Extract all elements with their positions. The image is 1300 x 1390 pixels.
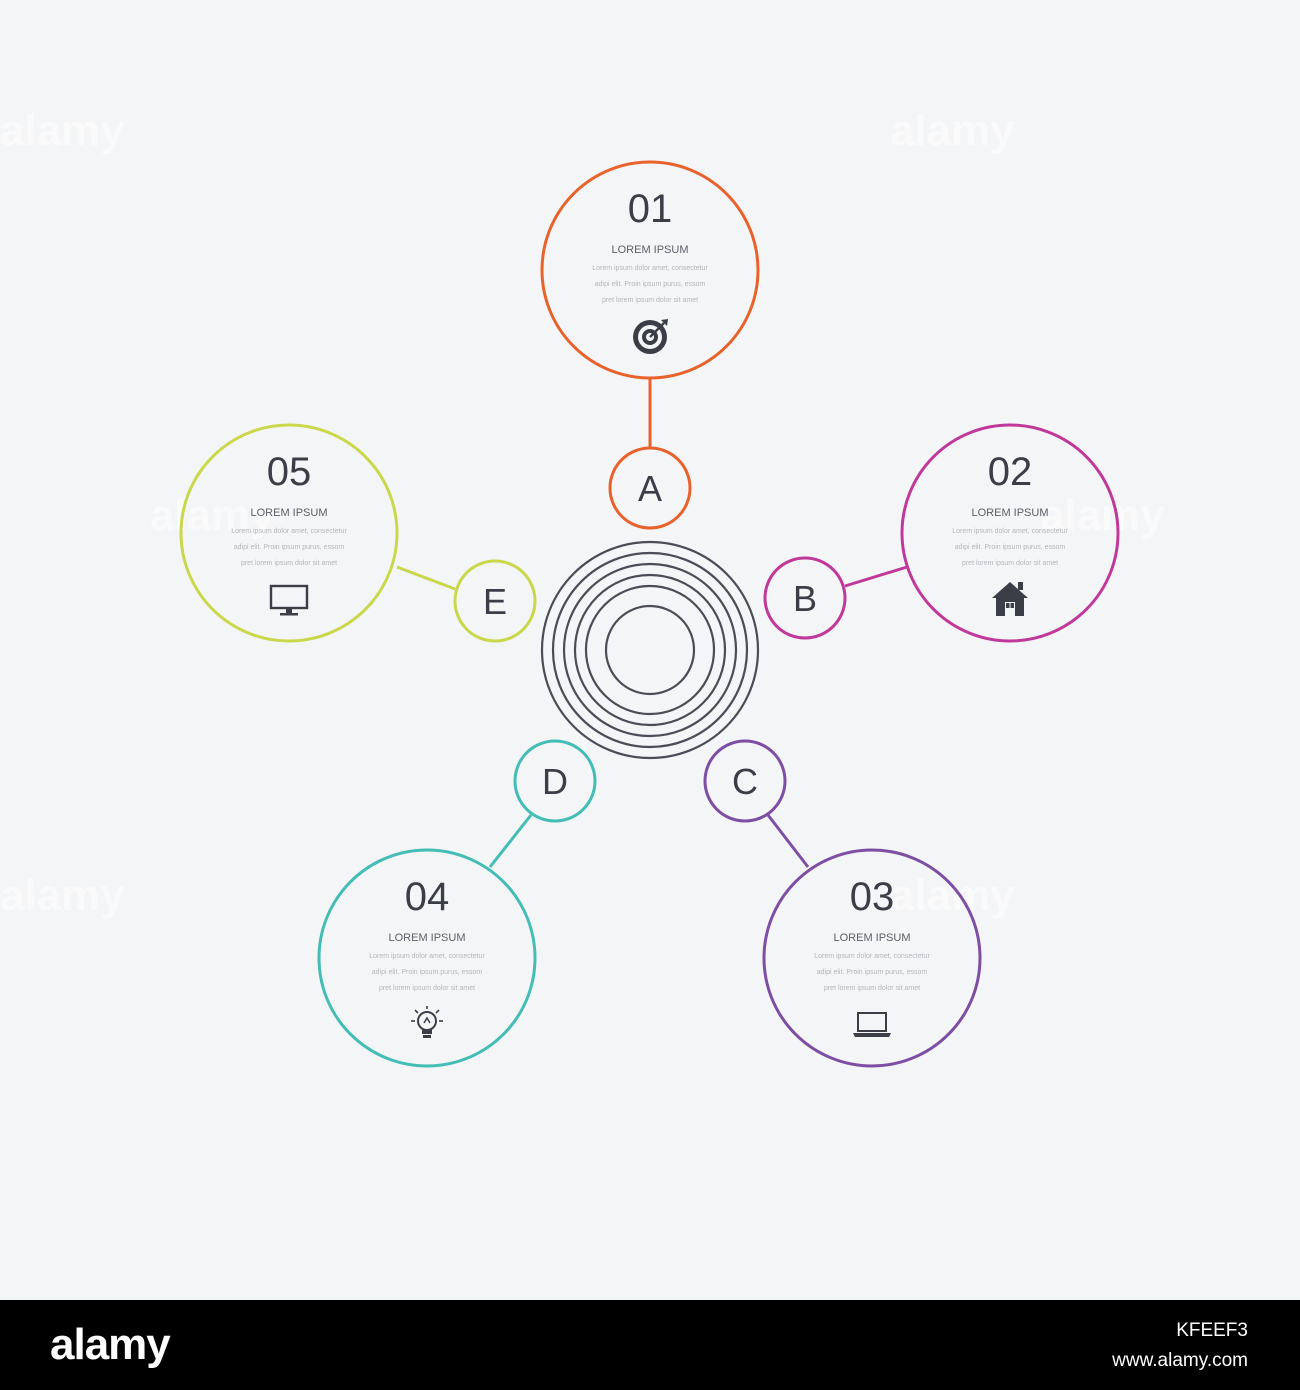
step-letter-circle bbox=[703, 739, 787, 823]
step-circle bbox=[540, 160, 760, 380]
watermark-layer: alamy alamy alamy alamy alamy alamy bbox=[0, 106, 1165, 920]
step-letter-circle bbox=[763, 556, 847, 640]
step-title: LOREM IPSUM bbox=[388, 932, 465, 944]
center-ring bbox=[584, 584, 716, 716]
step-body-line: Lorem ipsum dolor amet, consectetur bbox=[592, 265, 708, 272]
footer-image-id: KFEEF3 bbox=[1176, 1320, 1248, 1341]
step-number: 02 bbox=[988, 450, 1033, 494]
connector-line bbox=[488, 814, 533, 868]
laptop-icon bbox=[853, 1012, 891, 1037]
step-circle bbox=[317, 848, 537, 1068]
step-body-line: adipi elit. Proin ipsum purus, essom bbox=[817, 969, 928, 976]
target-icon bbox=[633, 319, 668, 354]
step-number: 03 bbox=[850, 875, 895, 919]
center-ring bbox=[540, 540, 760, 760]
step-letter-circle bbox=[513, 739, 597, 823]
step-body-line: pret lorem ipsum dolor sit amet bbox=[379, 985, 475, 992]
step-title: LOREM IPSUM bbox=[611, 244, 688, 256]
step-body-line: adipi elit. Proin ipsum purus, essom bbox=[372, 969, 483, 976]
step-body-line: Lorem ipsum dolor amet, consectetur bbox=[369, 953, 485, 960]
step-circle bbox=[179, 423, 399, 643]
home-icon bbox=[992, 582, 1028, 616]
watermark-text: alamy bbox=[1040, 491, 1165, 540]
watermark-text: alamy bbox=[150, 491, 275, 540]
step-letter-circle bbox=[453, 559, 537, 643]
watermark-text: alamy bbox=[0, 871, 125, 920]
center-ring bbox=[573, 573, 727, 727]
connector-lines bbox=[396, 378, 908, 868]
step-letter: C bbox=[732, 761, 758, 802]
center-ring bbox=[562, 562, 738, 738]
step-body-line: adipi elit. Proin ipsum purus, essom bbox=[234, 544, 345, 551]
watermark-text: alamy bbox=[890, 871, 1015, 920]
step-body-line: Lorem ipsum dolor amet, consectetur bbox=[814, 953, 930, 960]
watermark-text: alamy bbox=[890, 106, 1015, 155]
step-letter: A bbox=[638, 468, 662, 509]
step-body-line: pret lorem ipsum dolor sit amet bbox=[602, 297, 698, 304]
step-number: 04 bbox=[405, 875, 450, 919]
step-title: LOREM IPSUM bbox=[971, 507, 1048, 519]
step-circle bbox=[762, 848, 982, 1068]
connector-line bbox=[766, 814, 810, 868]
step-title: LOREM IPSUM bbox=[250, 507, 327, 519]
footer-brand: alamy bbox=[50, 1320, 171, 1369]
step-body-line: Lorem ipsum dolor amet, consectetur bbox=[231, 528, 347, 535]
step-circle bbox=[900, 423, 1120, 643]
footer-url: www.alamy.com bbox=[1112, 1350, 1248, 1371]
center-ring bbox=[551, 551, 749, 749]
step-letter: E bbox=[483, 581, 507, 622]
step-title: LOREM IPSUM bbox=[833, 932, 910, 944]
monitor-icon bbox=[269, 584, 309, 616]
step-letter: B bbox=[793, 578, 817, 619]
step-number: 05 bbox=[267, 450, 312, 494]
step-body-line: adipi elit. Proin ipsum purus, essom bbox=[595, 281, 706, 288]
step-body-line: pret lorem ipsum dolor sit amet bbox=[241, 560, 337, 567]
footer-bar: alamy KFEEF3 www.alamy.com bbox=[0, 1300, 1300, 1390]
step-body-line: pret lorem ipsum dolor sit amet bbox=[962, 560, 1058, 567]
step-letter-circle bbox=[608, 446, 692, 530]
connector-line bbox=[844, 565, 908, 588]
step-number: 01 bbox=[628, 187, 673, 231]
step-body-line: Lorem ipsum dolor amet, consectetur bbox=[952, 528, 1068, 535]
step-body-line: pret lorem ipsum dolor sit amet bbox=[824, 985, 920, 992]
watermark-text: alamy bbox=[0, 106, 125, 155]
step-letter: D bbox=[542, 761, 568, 802]
lightbulb-icon bbox=[411, 1006, 443, 1038]
center-concentric-rings bbox=[540, 540, 760, 760]
connector-line bbox=[396, 565, 456, 591]
center-ring bbox=[604, 604, 696, 696]
step-body-line: adipi elit. Proin ipsum purus, essom bbox=[955, 544, 1066, 551]
